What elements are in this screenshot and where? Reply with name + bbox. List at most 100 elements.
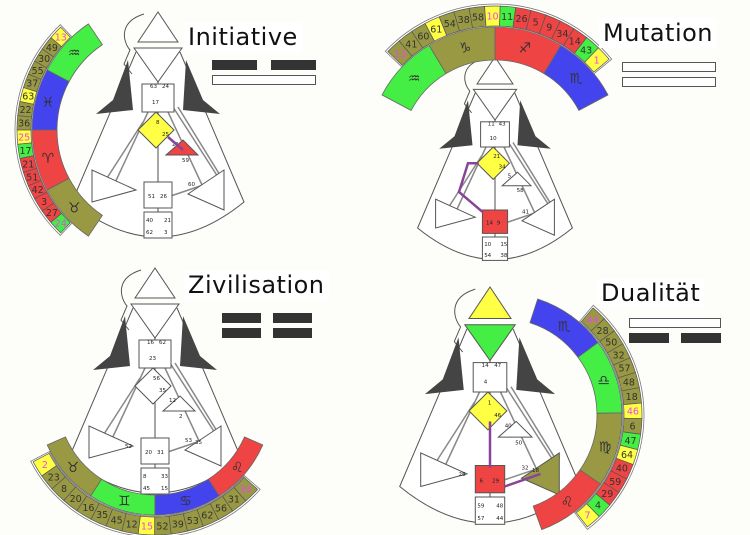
gate-number: 25 (18, 132, 30, 143)
heart-center[interactable] (497, 420, 534, 438)
gate-number: 44 (587, 315, 599, 326)
throat-center[interactable] (480, 121, 510, 148)
gate-label: 4 (484, 380, 488, 386)
gate-label: 3 (164, 230, 168, 236)
gate-number: 29 (601, 489, 613, 500)
gate-label: 14 (486, 220, 493, 226)
root-center[interactable] (143, 211, 173, 239)
g-center[interactable] (134, 367, 172, 405)
solar-plexus-center[interactable] (183, 425, 222, 467)
gate-number: 53 (187, 516, 199, 527)
gate-number: 62 (201, 510, 213, 521)
zodiac-glyph-icon: ♉ (67, 460, 80, 476)
ajna-center[interactable] (130, 303, 180, 339)
head-center[interactable] (468, 286, 512, 319)
zodiac-glyph-icon: ♏ (570, 71, 583, 87)
head-center[interactable] (134, 267, 176, 299)
sacral-center[interactable] (143, 181, 173, 209)
gate-number: 55 (32, 66, 44, 77)
gate-number: 35 (96, 510, 108, 521)
spleen-center[interactable] (91, 169, 138, 203)
gate-number: 38 (458, 15, 470, 26)
gate-label: 2 (179, 414, 183, 420)
gate-segment[interactable] (575, 503, 600, 528)
ajna-center[interactable] (463, 324, 517, 362)
zodiac-glyph-icon: ♒ (68, 46, 81, 62)
gate-label: 8 (156, 120, 160, 126)
gate-label: 46 (494, 413, 501, 419)
line-bar (222, 328, 261, 338)
broken-line (629, 333, 721, 343)
empty-line (629, 318, 721, 328)
sacral-center[interactable] (474, 465, 506, 494)
chart-title: Dualität (597, 278, 705, 308)
gate-number: 9 (546, 23, 552, 34)
gate-label: 16 (147, 340, 154, 346)
throat-center[interactable] (472, 362, 508, 393)
gate-number: 41 (405, 39, 417, 50)
gate-label: 6 (480, 478, 484, 484)
head-center[interactable] (476, 56, 514, 85)
gate-number: 8 (61, 484, 67, 495)
line-bar (622, 62, 716, 72)
heart-center[interactable] (500, 171, 533, 187)
solar-plexus-center[interactable] (520, 198, 555, 236)
line-bar (273, 313, 312, 323)
throat-center[interactable] (138, 339, 172, 369)
gate-number: 58 (472, 13, 484, 24)
zodiac-glyph-icon: ♏ (558, 319, 571, 335)
spleen-center[interactable] (88, 425, 135, 459)
gate-label: 35 (159, 388, 166, 394)
g-center[interactable] (468, 391, 508, 431)
gate-number: 24 (55, 218, 67, 229)
spleen-center[interactable] (420, 452, 469, 488)
gate-segment[interactable] (584, 47, 610, 73)
gate-label: 15 (500, 242, 507, 248)
gate-number: 1 (594, 56, 600, 67)
channel-line (177, 106, 224, 181)
gate-label: 1 (488, 401, 492, 407)
gate-number: 36 (18, 119, 30, 130)
gate-number: 21 (22, 159, 34, 170)
line-bar (222, 313, 261, 323)
gate-number: 42 (32, 185, 44, 196)
heart-center[interactable] (161, 395, 197, 412)
spleen-center[interactable] (435, 198, 477, 229)
g-center[interactable] (476, 146, 511, 181)
gate-label: 33 (161, 474, 168, 480)
gate-number: 50 (605, 338, 617, 349)
ajna-center[interactable] (133, 47, 183, 83)
gate-number: 22 (19, 105, 31, 116)
head-center[interactable] (137, 11, 179, 43)
solar-plexus-center[interactable] (186, 169, 225, 211)
root-center[interactable] (140, 467, 170, 495)
chart-title: Initiative (184, 22, 302, 52)
root-center[interactable] (481, 236, 509, 261)
gate-number: 43 (580, 46, 592, 57)
throat-center[interactable] (141, 83, 175, 113)
sacral-center[interactable] (140, 437, 170, 465)
gate-label: 59 (477, 504, 484, 510)
gate-label: 54 (484, 253, 491, 259)
g-center[interactable] (137, 111, 175, 149)
zodiac-segment[interactable] (532, 469, 602, 531)
zodiac-glyph-icon: ♉ (68, 200, 81, 216)
root-center[interactable] (474, 496, 506, 525)
sacral-center[interactable] (481, 209, 509, 234)
line-bar (271, 60, 316, 70)
gate-number: 56 (215, 503, 227, 514)
gate-label: 14 (482, 363, 489, 369)
left-shoulder-shape (96, 60, 133, 114)
gate-label: 43 (499, 121, 506, 127)
active-channel (504, 472, 541, 488)
gate-segment[interactable] (50, 212, 71, 234)
zodiac-segment[interactable] (207, 436, 264, 497)
ajna-center[interactable] (472, 88, 518, 121)
channel-line (505, 386, 554, 461)
gate-label: 48 (496, 504, 503, 510)
gate-segment[interactable] (233, 476, 259, 502)
gate-label: 10 (484, 242, 491, 248)
